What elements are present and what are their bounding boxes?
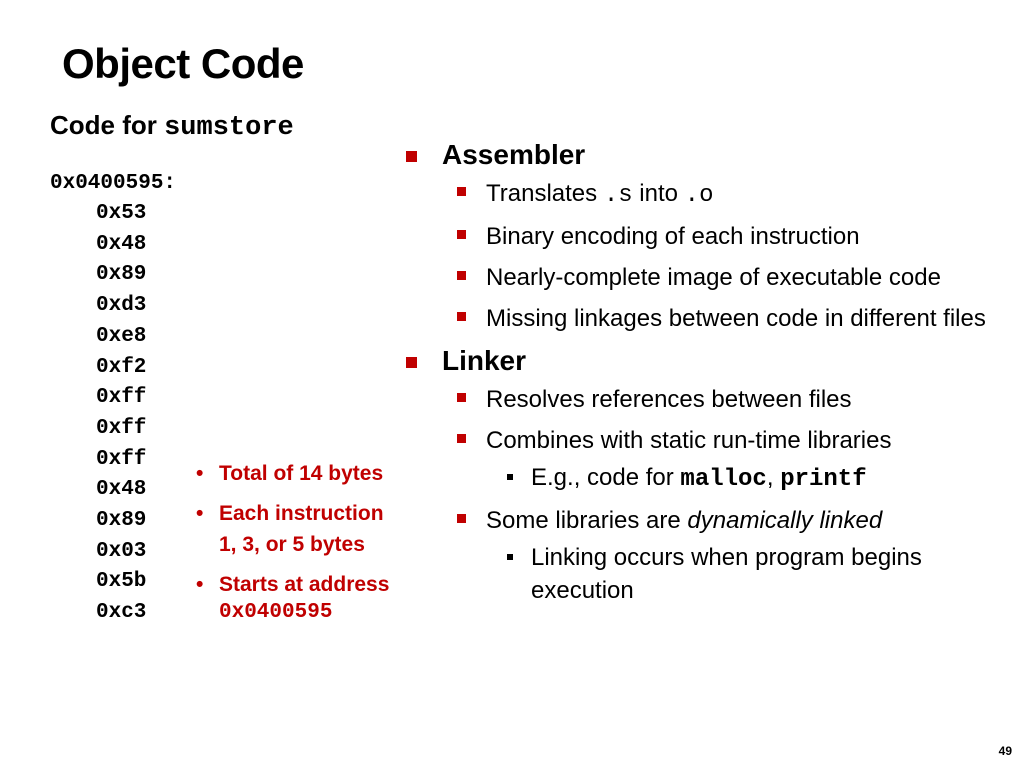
note-total: Total of 14 bytes [196,458,389,489]
square-bullet-icon [457,514,466,523]
byte-value: 0xe8 [96,324,147,348]
assembler-item-translates: Translates .s into .o [404,177,1004,212]
square-bullet-icon [457,230,466,239]
byte-value: 0xff [96,386,147,410]
small-square-bullet-icon [507,554,513,560]
linker-item-resolves: Resolves references between files [404,383,1004,416]
code-heading: Code for sumstore [50,110,294,143]
assembler-item-nearly: Nearly-complete image of executable code [404,261,1004,294]
sub-item-linking: Linking occurs when program begins execu… [486,541,1004,607]
translates-text: Translates [486,180,604,207]
page-number: 49 [998,744,1012,758]
small-square-bullet-icon [507,474,513,480]
missing-text: Missing linkages between code in differe… [486,305,986,332]
o-file-ext: .o [684,182,714,209]
linker-heading: Linker [442,345,527,376]
resolves-text: Resolves references between files [486,386,852,413]
byte-value: 0x48 [96,478,147,502]
note-instruction-size: Each instruction 1, 3, or 5 bytes [196,498,389,560]
linking-text: Linking occurs when program begins execu… [531,544,922,604]
assembler-section: Assembler [404,137,1004,173]
byte-list: 0x53 0x48 0x89 0xd3 0xe8 0xf2 0xff 0xff … [96,199,146,629]
linker-section: Linker [404,343,1004,379]
byte-value: 0x53 [96,202,147,225]
note-instruction-line1: Each instruction [219,502,384,525]
nearly-text: Nearly-complete image of executable code [486,264,941,291]
printf-code: printf [780,466,867,493]
explanation-panel: Assembler Translates .s into .o Binary e… [404,137,1004,615]
note-start-address: Starts at address 0x0400595 [196,569,389,626]
byte-value: 0x89 [96,509,147,533]
assembler-list: Translates .s into .o Binary encoding of… [404,177,1004,335]
square-bullet-icon [406,151,417,162]
square-bullet-icon [406,357,417,368]
sub-item-example: E.g., code for malloc, printf [486,461,1004,496]
start-address: 0x0400595: [50,172,177,195]
binary-text: Binary encoding of each instruction [486,223,860,250]
dynamic-sublist: Linking occurs when program begins execu… [486,541,1004,607]
example-separator: , [766,464,781,491]
note-start-address-value: 0x0400595 [219,601,333,624]
byte-value: 0x48 [96,232,147,256]
square-bullet-icon [457,187,466,196]
note-instruction-line2: 1, 3, or 5 bytes [219,533,365,556]
combines-text: Combines with static run-time libraries [486,427,892,454]
code-heading-text: Code for [50,110,165,140]
square-bullet-icon [457,271,466,280]
byte-value: 0xd3 [96,294,147,318]
dynamically-linked-text: dynamically linked [687,507,883,534]
note-total-text: Total of 14 bytes [219,462,384,485]
byte-value: 0xf2 [96,355,147,379]
s-file-ext: .s [603,182,633,209]
byte-notes: Total of 14 bytes Each instruction 1, 3, … [196,458,389,635]
note-start-text: Starts at address [219,573,390,596]
into-text: into [632,180,685,207]
function-name: sumstore [164,113,294,143]
malloc-code: malloc [680,466,767,493]
some-libraries-text: Some libraries are [486,507,688,534]
byte-value: 0x89 [96,263,147,287]
combines-sublist: E.g., code for malloc, printf [486,461,1004,496]
slide-title: Object Code [62,40,304,87]
example-text: E.g., code for [531,464,681,491]
assembler-item-missing: Missing linkages between code in differe… [404,302,1004,335]
assembler-item-binary: Binary encoding of each instruction [404,220,1004,253]
square-bullet-icon [457,434,466,443]
byte-value: 0xc3 [96,601,147,625]
linker-item-dynamic: Some libraries are dynamically linked Li… [404,504,1004,607]
byte-value: 0x03 [96,539,147,563]
assembler-heading: Assembler [442,139,586,170]
linker-list: Resolves references between files Combin… [404,383,1004,607]
byte-value: 0x5b [96,570,147,594]
byte-value: 0xff [96,416,147,440]
linker-item-combines: Combines with static run-time libraries … [404,424,1004,496]
square-bullet-icon [457,393,466,402]
square-bullet-icon [457,312,466,321]
byte-value: 0xff [96,447,147,471]
